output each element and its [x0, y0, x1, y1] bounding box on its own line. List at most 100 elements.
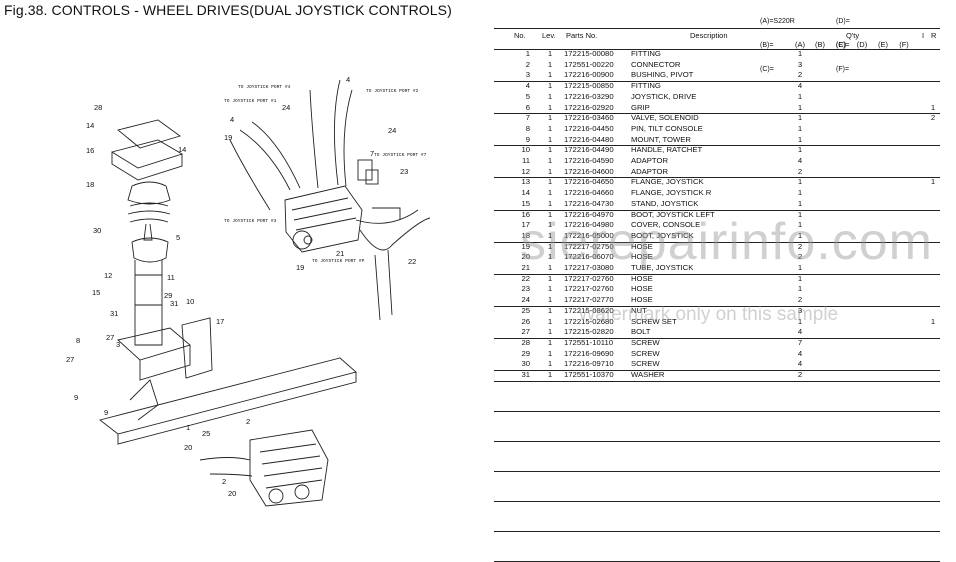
- cell-desc: SCREW: [631, 337, 660, 347]
- legend-item: (D)=: [836, 18, 850, 25]
- cell-desc: HOSE: [631, 284, 653, 294]
- cell-qa: 1: [797, 209, 803, 219]
- cell-lev: 1: [547, 113, 553, 123]
- callout: 7: [370, 149, 374, 158]
- cell-part: 172216-04980: [564, 220, 614, 230]
- table-rule: [494, 500, 940, 502]
- cell-no: 1: [525, 49, 530, 58]
- cell-part: 172217-02750: [564, 241, 614, 251]
- cell-lev: 1: [547, 359, 553, 369]
- cell-qa: 4: [797, 81, 803, 91]
- callout: 2: [222, 477, 226, 486]
- cell-lev: 1: [547, 295, 553, 305]
- cell-lev: 1: [547, 134, 553, 144]
- cell-part: 172216-00900: [564, 70, 614, 80]
- callout: 17: [216, 317, 224, 326]
- cell-no: 10: [521, 145, 530, 155]
- callout: 30: [93, 226, 101, 235]
- cell-lev: 1: [547, 209, 553, 219]
- cell-no: 18: [521, 230, 530, 240]
- cell-qa: 1: [797, 188, 803, 198]
- table-rule: [494, 530, 940, 532]
- cell-lev: 1: [547, 316, 553, 326]
- cell-lev: 1: [547, 284, 553, 294]
- cell-no: 24: [521, 295, 530, 305]
- cell-r: 1: [930, 102, 936, 112]
- callout: 29: [164, 291, 172, 300]
- cell-qa: 1: [797, 113, 803, 123]
- cell-desc: HANDLE, RATCHET: [631, 145, 703, 155]
- cell-lev: 1: [547, 198, 553, 208]
- cell-no: 22: [521, 273, 530, 283]
- port-label: TO JOYSTICK PORT #7: [374, 152, 427, 158]
- callout: 16: [86, 146, 94, 155]
- cell-part: 172216-04600: [564, 166, 614, 176]
- model-legend-right: (D)= (E)= (F)=: [836, 2, 850, 82]
- cell-no: 2: [525, 59, 530, 69]
- table-rule: [494, 560, 940, 562]
- cell-desc: BUSHING, PIVOT: [631, 70, 694, 80]
- cell-desc: ADAPTOR: [631, 156, 669, 165]
- header-i: I: [922, 31, 925, 40]
- cell-part: 172215-02680: [564, 316, 614, 326]
- cell-desc: HOSE: [631, 273, 653, 283]
- cell-r: 1: [930, 177, 936, 187]
- callout: 22: [408, 257, 416, 266]
- cell-no: 12: [521, 166, 530, 176]
- qty-column-header: (F): [899, 40, 909, 49]
- cell-part: 172217-02770: [564, 295, 614, 305]
- cell-lev: 1: [547, 252, 553, 262]
- cell-lev: 1: [547, 273, 553, 283]
- cell-desc: PIN, TILT CONSOLE: [631, 123, 703, 133]
- header-description: Description: [690, 31, 728, 40]
- callout: 10: [186, 297, 194, 306]
- port-label: TO JOYSTICK PORT #3: [224, 218, 277, 224]
- cell-lev: 1: [547, 263, 553, 272]
- cell-part: 172551-10110: [564, 337, 614, 347]
- cell-part: 172215-02820: [564, 327, 614, 337]
- cell-qa: 7: [797, 337, 803, 347]
- header-lev: Lev.: [542, 31, 556, 40]
- cell-r: 1: [930, 316, 936, 326]
- cell-desc: JOYSTICK, DRIVE: [631, 91, 697, 101]
- model-legend-left: (A)=S220R (B)= (C)=: [760, 2, 795, 82]
- cell-part: 172216-05000: [564, 230, 614, 240]
- qty-column-header: (A): [795, 40, 805, 49]
- table-rule: [494, 177, 940, 179]
- cell-qa: 1: [797, 284, 803, 294]
- callout: 5: [176, 233, 180, 242]
- table-rule: [494, 380, 940, 382]
- callout: 25: [202, 429, 210, 438]
- cell-lev: 1: [547, 230, 553, 240]
- cell-no: 15: [521, 198, 530, 208]
- cell-lev: 1: [547, 70, 553, 80]
- cell-no: 5: [525, 91, 530, 101]
- cell-lev: 1: [547, 49, 553, 58]
- callout: 14: [178, 145, 186, 154]
- port-label: TO JOYSTICK PORT #4: [238, 84, 291, 90]
- cell-lev: 1: [547, 81, 553, 91]
- cell-no: 6: [525, 102, 530, 112]
- qty-column-header: (B): [815, 40, 825, 49]
- cell-lev: 1: [547, 220, 553, 230]
- cell-qa: 1: [797, 230, 803, 240]
- port-label: TO JOYSTICK PORT #P: [312, 258, 365, 264]
- table-rule: [494, 305, 940, 307]
- table-rule: [494, 28, 940, 29]
- cell-qa: 1: [797, 177, 803, 187]
- cell-desc: HOSE: [631, 295, 653, 305]
- callout: 9: [74, 393, 78, 402]
